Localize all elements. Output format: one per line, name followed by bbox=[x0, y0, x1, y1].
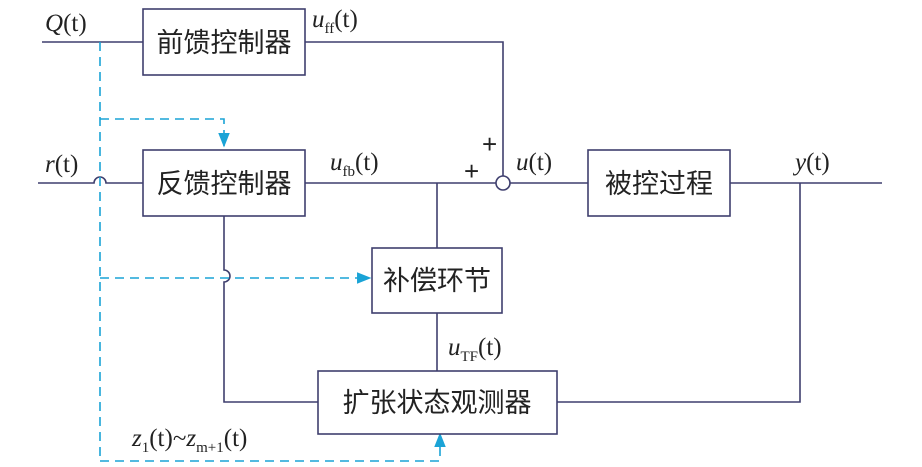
summing-junction bbox=[495, 175, 511, 191]
line-y-feedback bbox=[557, 183, 801, 403]
dashed-lines bbox=[99, 42, 446, 462]
signal-uff-sub: ff bbox=[325, 21, 335, 37]
signal-u-main: u bbox=[516, 149, 529, 176]
signal-q-label: Q(t) bbox=[45, 10, 87, 37]
feedforward-block bbox=[142, 8, 306, 76]
signal-z1-arg: (t) bbox=[149, 425, 173, 452]
observer-label: 扩张状态观测器 bbox=[343, 388, 532, 419]
signal-ufb-label: ufb(t) bbox=[330, 149, 379, 180]
compensation-label: 补偿环节 bbox=[383, 266, 491, 297]
process-label: 被控过程 bbox=[605, 169, 713, 200]
signal-u-arg: (t) bbox=[529, 149, 553, 176]
signal-y-main: y bbox=[792, 149, 807, 176]
signal-uff-main: u bbox=[312, 6, 325, 33]
dashed-to-observer bbox=[100, 432, 446, 462]
signal-q-main: Q bbox=[45, 10, 63, 37]
signal-z2-main: z bbox=[185, 425, 196, 452]
signal-uff-arg: (t) bbox=[334, 6, 358, 33]
feedback-block bbox=[142, 149, 306, 217]
signal-z1-main: z bbox=[131, 425, 142, 452]
signal-u-label: u(t) bbox=[516, 149, 552, 176]
signal-r-main: r bbox=[45, 151, 55, 178]
signal-z-label: z1(t)~zm+1(t) bbox=[131, 425, 247, 456]
observer-block bbox=[317, 370, 558, 435]
signal-ufb-arg: (t) bbox=[355, 149, 379, 176]
process-block bbox=[587, 149, 731, 217]
sum-sign-left: + bbox=[464, 156, 479, 186]
signal-q-arg: (t) bbox=[63, 10, 87, 37]
signal-z2-arg: (t) bbox=[224, 425, 248, 452]
signal-uff-label: uff(t) bbox=[312, 6, 358, 37]
solid-lines bbox=[38, 41, 882, 403]
signal-utf-arg: (t) bbox=[478, 334, 502, 361]
line-ufb-observer bbox=[223, 216, 318, 403]
signal-z1-sub: 1 bbox=[142, 440, 150, 456]
feedforward-label: 前馈控制器 bbox=[157, 28, 292, 59]
signal-z-tilde: ~ bbox=[173, 425, 187, 452]
signal-r-arg: (t) bbox=[55, 151, 79, 178]
signal-utf-sub: TF bbox=[461, 349, 479, 365]
compensation-block bbox=[371, 247, 503, 314]
dashed-to-feedback bbox=[100, 118, 230, 148]
signal-z2-sub: m+1 bbox=[196, 440, 224, 456]
blocks bbox=[142, 8, 731, 435]
signal-ufb-sub: fb bbox=[343, 164, 356, 180]
line-uff bbox=[305, 41, 504, 176]
signal-utf-main: u bbox=[448, 334, 461, 361]
signal-y-label: y(t) bbox=[792, 149, 830, 176]
signal-r-label: r(t) bbox=[45, 151, 78, 178]
signal-ufb-main: u bbox=[330, 149, 343, 176]
signal-y-arg: (t) bbox=[806, 149, 830, 176]
feedback-label: 反馈控制器 bbox=[157, 169, 292, 200]
signal-utf-label: uTF(t) bbox=[448, 334, 502, 365]
sum-sign-top: + bbox=[482, 129, 497, 159]
